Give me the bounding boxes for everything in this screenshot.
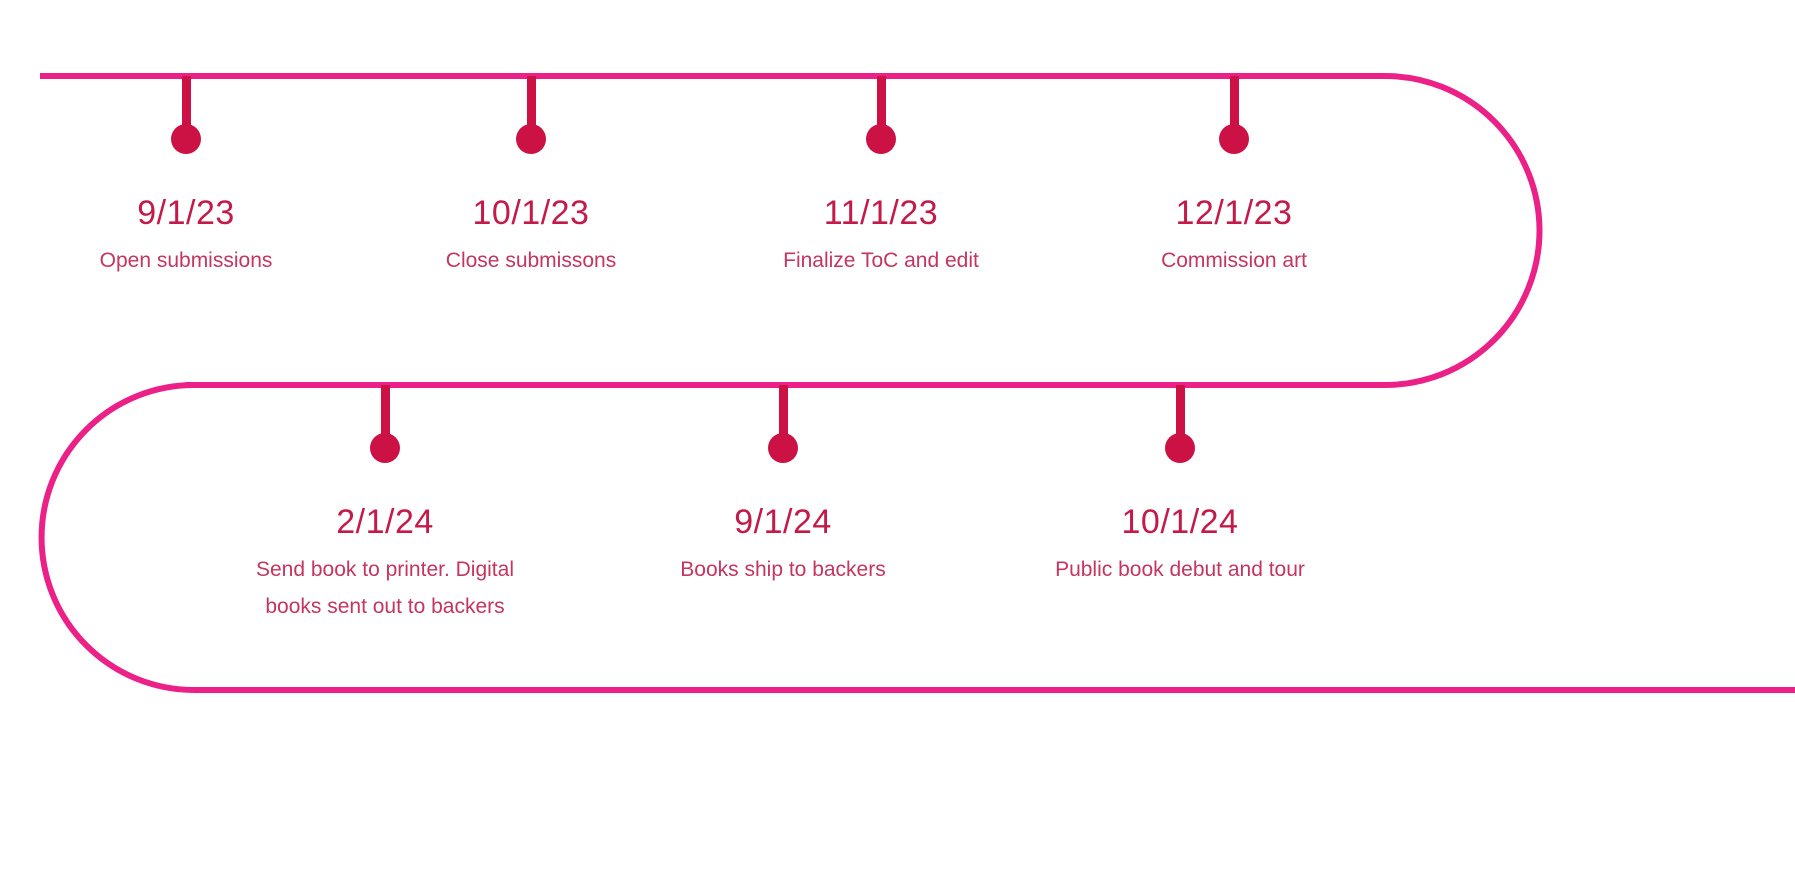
milestone-date: 10/1/24: [1121, 503, 1239, 541]
milestone-open-submissions[interactable]: 9/1/23 Open submissions: [26, 76, 346, 279]
milestone-description: Close submissons: [445, 249, 617, 272]
milestone-dot-icon[interactable]: [516, 124, 546, 154]
milestone-description: Finalize ToC and edit: [783, 249, 979, 272]
milestone-dot-icon[interactable]: [1219, 124, 1249, 154]
milestone-description: Books ship to backers: [680, 558, 886, 581]
milestone-date: 10/1/23: [472, 194, 590, 232]
milestone-date: 12/1/23: [1175, 194, 1293, 232]
milestone-stem: [380, 385, 390, 437]
milestone-commission-art[interactable]: 12/1/23 Commission art: [1074, 76, 1394, 279]
milestone-finalize-toc[interactable]: 11/1/23 Finalize ToC and edit: [721, 76, 1041, 279]
milestone-send-to-printer[interactable]: 2/1/24 Send book to printer. Digital boo…: [235, 385, 535, 626]
milestone-dot-icon[interactable]: [370, 433, 400, 463]
milestone-date: 9/1/23: [137, 194, 235, 232]
milestone-books-ship[interactable]: 9/1/24 Books ship to backers: [623, 385, 943, 588]
milestone-dot-icon[interactable]: [768, 433, 798, 463]
milestone-description: Commission art: [1161, 249, 1307, 272]
milestone-stem: [1175, 385, 1185, 437]
milestone-date: 9/1/24: [734, 503, 832, 541]
milestone-description: Open submissions: [99, 249, 273, 272]
milestone-description: Public book debut and tour: [1055, 558, 1305, 581]
milestone-stem: [1229, 76, 1239, 128]
milestone-description: Send book to printer. Digital books sent…: [256, 558, 514, 619]
milestone-dot-icon[interactable]: [866, 124, 896, 154]
milestone-date: 11/1/23: [823, 194, 939, 232]
milestone-stem: [526, 76, 536, 128]
milestone-dot-icon[interactable]: [1165, 433, 1195, 463]
milestone-close-submissions[interactable]: 10/1/23 Close submissons: [371, 76, 691, 279]
milestone-stem: [181, 76, 191, 128]
milestone-stem: [778, 385, 788, 437]
milestone-stem: [876, 76, 886, 128]
milestone-date: 2/1/24: [336, 503, 434, 541]
milestone-dot-icon[interactable]: [171, 124, 201, 154]
milestone-public-debut[interactable]: 10/1/24 Public book debut and tour: [1030, 385, 1330, 588]
